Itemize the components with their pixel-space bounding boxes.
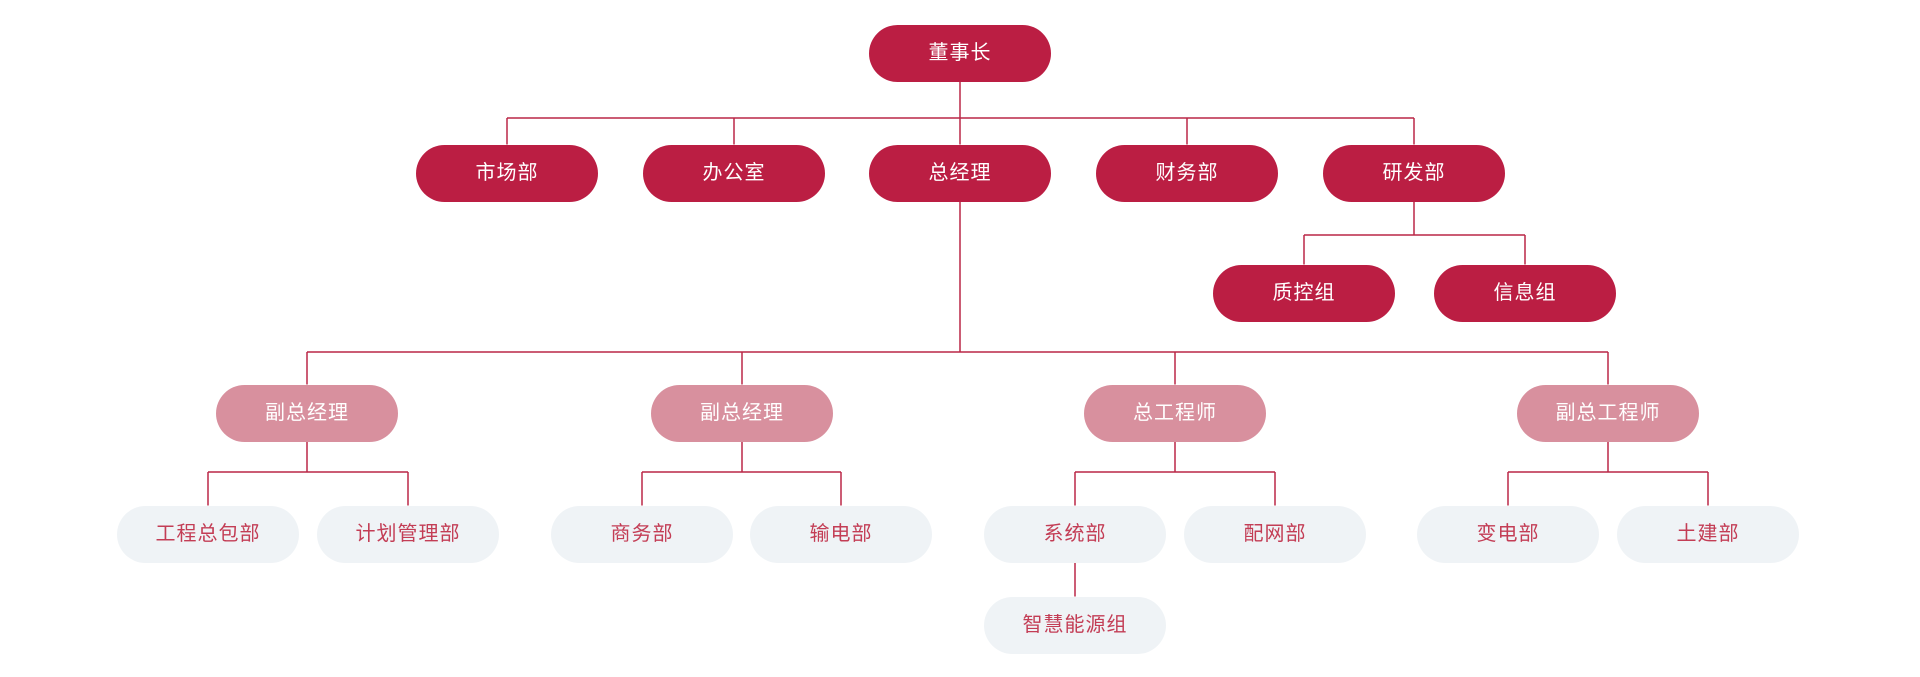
org-node-system-dept[interactable]: 系统部 xyxy=(984,505,1166,563)
org-node-label: 质控组 xyxy=(1272,282,1336,304)
org-node-label: 土建部 xyxy=(1676,523,1740,545)
org-node-distribution-dept[interactable]: 配网部 xyxy=(1184,505,1366,563)
org-node-substation-dept[interactable]: 变电部 xyxy=(1417,505,1599,563)
org-node-label: 办公室 xyxy=(702,162,766,184)
org-node-label: 系统部 xyxy=(1043,523,1107,545)
org-node-label: 计划管理部 xyxy=(355,523,461,545)
org-node-label: 总经理 xyxy=(928,162,992,184)
org-node-finance-dept[interactable]: 财务部 xyxy=(1096,144,1278,202)
org-node-label: 董事长 xyxy=(928,42,992,64)
org-node-info-group[interactable]: 信息组 xyxy=(1434,264,1616,322)
org-node-qc-group[interactable]: 质控组 xyxy=(1213,264,1395,322)
org-node-label: 工程总包部 xyxy=(155,523,261,545)
org-node-civil-dept[interactable]: 土建部 xyxy=(1617,505,1799,563)
org-node-label: 智慧能源组 xyxy=(1022,614,1128,636)
org-node-label: 配网部 xyxy=(1243,523,1307,545)
org-node-deputy-gm-2[interactable]: 副总经理 xyxy=(651,384,833,442)
org-node-label: 研发部 xyxy=(1382,162,1446,184)
org-node-transmission-dept[interactable]: 输电部 xyxy=(750,505,932,563)
org-node-chairman[interactable]: 董事长 xyxy=(869,24,1051,82)
org-node-smart-energy-group[interactable]: 智慧能源组 xyxy=(984,596,1166,654)
org-node-general-manager[interactable]: 总经理 xyxy=(869,144,1051,202)
org-node-label: 市场部 xyxy=(475,162,539,184)
org-node-deputy-gm-1[interactable]: 副总经理 xyxy=(216,384,398,442)
org-node-office[interactable]: 办公室 xyxy=(643,144,825,202)
org-node-label: 财务部 xyxy=(1155,162,1219,184)
org-node-commerce-dept[interactable]: 商务部 xyxy=(551,505,733,563)
org-node-label: 副总经理 xyxy=(700,402,784,424)
org-node-label: 总工程师 xyxy=(1133,402,1217,424)
org-node-label: 信息组 xyxy=(1493,282,1557,304)
org-node-planning-dept[interactable]: 计划管理部 xyxy=(317,505,499,563)
org-node-chief-engineer[interactable]: 总工程师 xyxy=(1084,384,1266,442)
org-node-label: 变电部 xyxy=(1476,523,1540,545)
org-node-label: 副总工程师 xyxy=(1555,402,1661,424)
org-node-label: 商务部 xyxy=(610,523,674,545)
org-node-epc-dept[interactable]: 工程总包部 xyxy=(117,505,299,563)
org-node-rd-dept[interactable]: 研发部 xyxy=(1323,144,1505,202)
org-node-label: 输电部 xyxy=(809,523,873,545)
org-node-label: 副总经理 xyxy=(265,402,349,424)
org-node-marketing-dept[interactable]: 市场部 xyxy=(416,144,598,202)
org-node-deputy-chief-engineer[interactable]: 副总工程师 xyxy=(1517,384,1699,442)
